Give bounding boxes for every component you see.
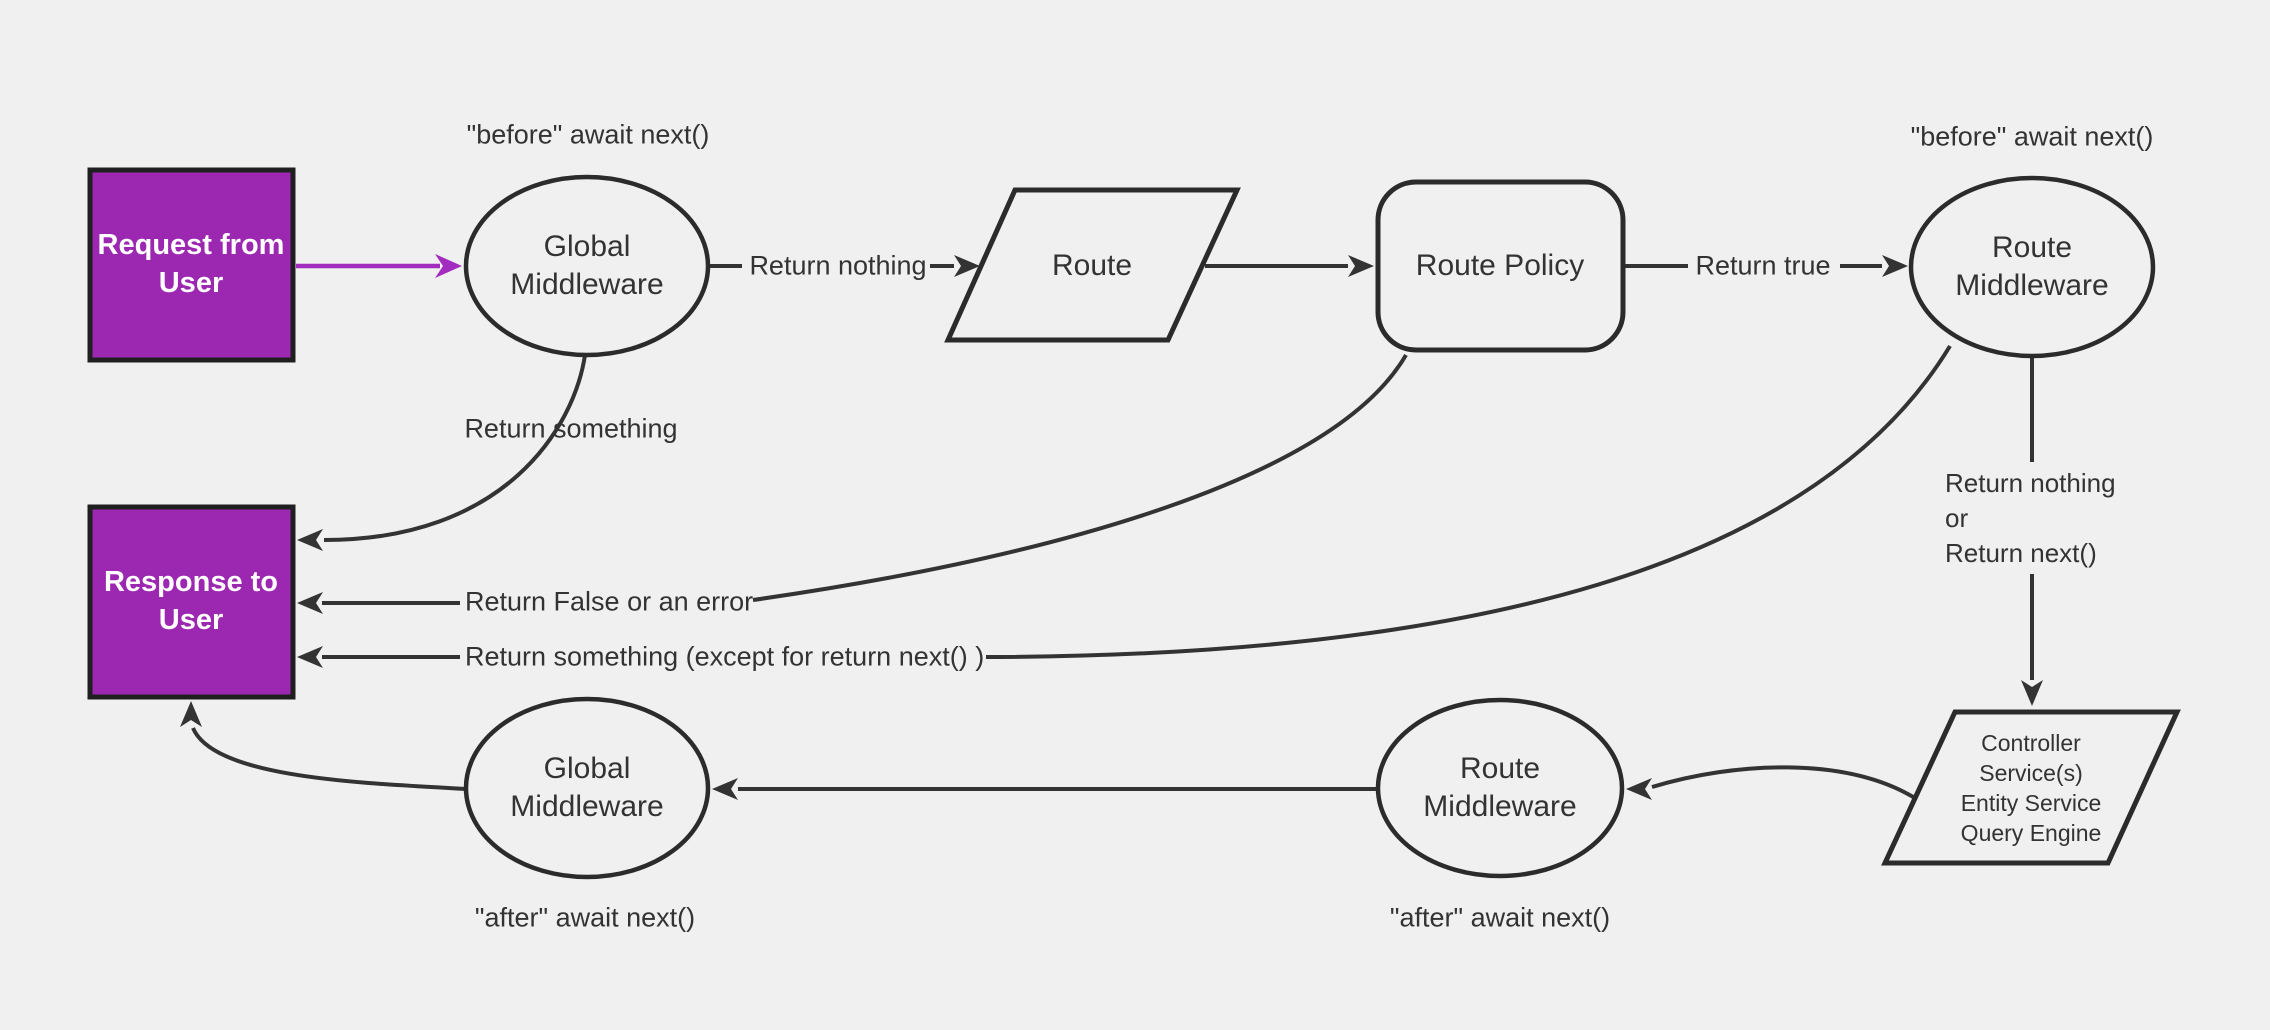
node-label-request-from-user: Request from User <box>97 229 285 299</box>
arrowhead-return-something <box>297 529 323 551</box>
arrowhead-into-route-middleware-top <box>1882 255 1908 277</box>
node-label-response-to-user: Response to User <box>103 566 279 636</box>
node-response-to-user <box>87 504 296 700</box>
node-label-route-middleware-bottom: Route Middleware <box>1423 752 1577 823</box>
edge-return-except-curve <box>985 344 1952 659</box>
arrowhead-into-route <box>954 255 980 277</box>
arrowhead-return-except <box>297 646 323 668</box>
annotation-before-await-right: "before" await next() <box>1910 121 2154 152</box>
edge-label-return-nothing: Return nothing <box>749 250 927 281</box>
edge-label-return-something-except: Return something (except for return next… <box>465 641 985 672</box>
arrowhead-into-route-policy <box>1348 255 1374 277</box>
arrowhead-into-global-middleware <box>435 254 462 278</box>
edge-label-return-false-or-error: Return False or an error <box>465 586 754 617</box>
annotation-after-await-left: "after" await next() <box>474 902 696 933</box>
node-route <box>944 187 1241 343</box>
node-global-middleware-top <box>463 174 711 358</box>
node-global-middleware-bottom <box>463 696 711 880</box>
node-controller <box>1881 709 2181 866</box>
edge-label-return-nothing-or-next: Return nothing or Return next() <box>1945 468 2116 568</box>
annotation-before-await-left: "before" await next() <box>466 119 710 150</box>
arrowhead-into-route-middleware-bottom <box>1626 778 1652 800</box>
node-label-route: Route <box>1051 249 1133 282</box>
arrowhead-into-global-middleware-bottom <box>712 778 738 800</box>
node-route-policy <box>1375 179 1626 353</box>
edge-global-middleware-to-response <box>191 727 468 791</box>
node-label-route-policy: Route Policy <box>1415 249 1585 282</box>
edge-label-return-true: Return true <box>1695 250 1831 281</box>
edge-controller-to-route-middleware-bottom <box>1651 765 1917 800</box>
node-request-from-user <box>87 167 296 363</box>
node-route-middleware-top <box>1908 175 2156 359</box>
node-label-global-middleware-top: Global Middleware <box>510 230 664 301</box>
node-label-controller: Controller Service(s) Entity Service Que… <box>1960 730 2102 846</box>
annotation-after-await-right: "after" await next() <box>1389 902 1611 933</box>
edge-return-something-curve <box>323 354 587 542</box>
node-label-global-middleware-bottom: Global Middleware <box>510 752 664 823</box>
edge-label-return-something: Return something <box>464 413 678 444</box>
edge-return-false-curve <box>752 353 1408 602</box>
arrowhead-into-response-bottom <box>180 701 202 727</box>
node-label-route-middleware-top: Route Middleware <box>1955 231 2109 302</box>
arrowhead-into-controller <box>2021 680 2043 706</box>
node-route-middleware-bottom <box>1375 697 1625 879</box>
arrowhead-return-false <box>297 592 323 614</box>
